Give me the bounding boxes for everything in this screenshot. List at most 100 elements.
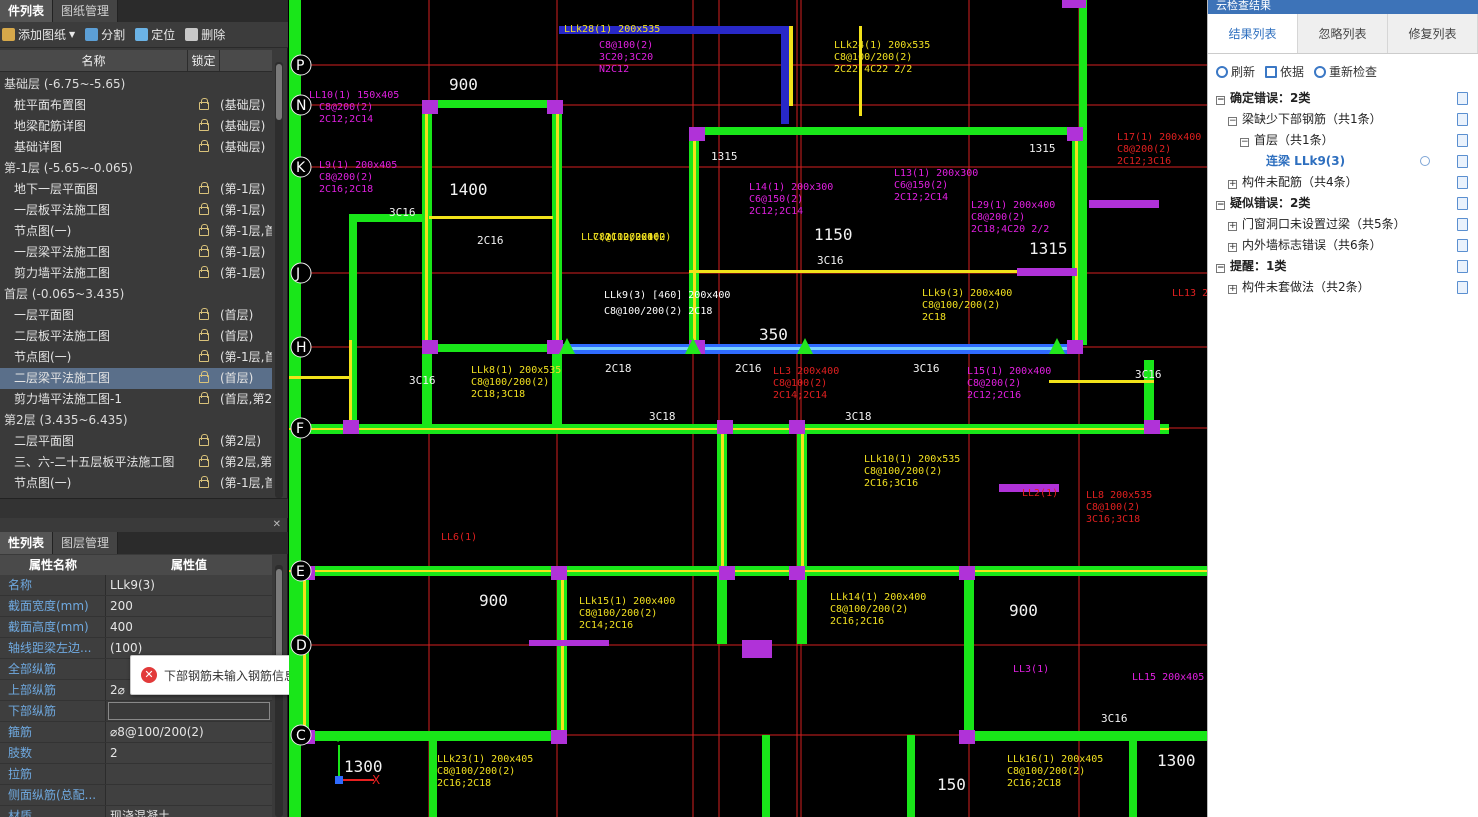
property-row[interactable]: 截面宽度(mm)200 bbox=[0, 596, 272, 617]
lock-cell[interactable] bbox=[188, 347, 220, 368]
expand-icon[interactable]: + bbox=[1228, 221, 1237, 231]
document-icon[interactable] bbox=[1457, 92, 1468, 105]
expand-icon[interactable]: + bbox=[1228, 179, 1237, 189]
lock-cell[interactable] bbox=[188, 200, 220, 221]
tree-node[interactable]: +门窗洞口未设置过梁（共5条） bbox=[1208, 214, 1478, 235]
tab-ignore-list[interactable]: 忽略列表 bbox=[1298, 14, 1388, 53]
drawing-row[interactable]: 剪力墙平法施工图(第-1层) bbox=[0, 263, 272, 284]
drawing-row[interactable]: 节点图(一)(第-1层,首 bbox=[0, 473, 272, 494]
document-icon[interactable] bbox=[1457, 113, 1468, 126]
drawing-row[interactable]: 基础详图(基础层) bbox=[0, 137, 272, 158]
split-button[interactable]: 分割 bbox=[85, 26, 125, 43]
tab-drawing-management[interactable]: 图纸管理 bbox=[53, 0, 119, 22]
property-value-input[interactable] bbox=[108, 702, 270, 720]
floor-group-row[interactable]: 基础层 (-6.75~-5.65) bbox=[0, 74, 272, 95]
lock-cell[interactable] bbox=[188, 242, 220, 263]
column-name[interactable]: 名称 bbox=[0, 50, 188, 71]
document-icon[interactable] bbox=[1457, 155, 1468, 168]
collapse-icon[interactable]: − bbox=[1216, 95, 1225, 105]
property-value[interactable]: (100) bbox=[106, 638, 272, 658]
property-value[interactable]: 现浇混凝土 bbox=[106, 806, 272, 817]
collapse-icon[interactable]: − bbox=[1216, 200, 1225, 210]
property-value[interactable]: 2 bbox=[106, 743, 272, 763]
property-value[interactable]: 400 bbox=[106, 617, 272, 637]
locate-button[interactable]: 定位 bbox=[135, 26, 175, 43]
expand-icon[interactable]: + bbox=[1228, 242, 1237, 252]
delete-button[interactable]: 删除 bbox=[185, 26, 225, 43]
document-icon[interactable] bbox=[1457, 239, 1468, 252]
document-icon[interactable] bbox=[1457, 197, 1468, 210]
drawing-row[interactable]: 一层板平法施工图(第-1层) bbox=[0, 200, 272, 221]
floor-group-row[interactable]: 第-1层 (-5.65~-0.065) bbox=[0, 158, 272, 179]
error-item-link[interactable]: 连梁 LLk9(3) bbox=[1208, 151, 1478, 172]
tab-fix-list[interactable]: 修复列表 bbox=[1388, 14, 1478, 53]
drawing-list-hscroll[interactable] bbox=[0, 498, 288, 518]
expand-icon[interactable]: + bbox=[1228, 284, 1237, 294]
property-row[interactable]: 箍筋⌀8@100/200(2) bbox=[0, 722, 272, 743]
panel-close-icon[interactable]: ✕ bbox=[272, 519, 281, 530]
locate-target-icon[interactable] bbox=[1420, 156, 1430, 166]
drawing-row[interactable]: 节点图(一)(第-1层,首 bbox=[0, 347, 272, 368]
document-icon[interactable] bbox=[1457, 134, 1468, 147]
lock-cell[interactable] bbox=[188, 137, 220, 158]
lock-cell[interactable] bbox=[188, 305, 220, 326]
tab-component-list[interactable]: 件列表 bbox=[0, 0, 54, 22]
basis-button[interactable]: 依据 bbox=[1265, 63, 1304, 80]
lock-cell[interactable] bbox=[188, 473, 220, 494]
lock-cell[interactable] bbox=[188, 368, 220, 389]
property-value[interactable]: LLk9(3) bbox=[106, 575, 272, 595]
floor-group-row[interactable]: 首层 (-0.065~3.435) bbox=[0, 284, 272, 305]
lock-cell[interactable] bbox=[188, 179, 220, 200]
tab-property-list[interactable]: 性列表 bbox=[0, 532, 54, 554]
tree-node[interactable]: −确定错误：2类 bbox=[1208, 88, 1478, 109]
drawing-row[interactable]: 地下一层平面图(第-1层) bbox=[0, 179, 272, 200]
drawing-row[interactable]: 一层平面图(首层) bbox=[0, 305, 272, 326]
add-drawing-button[interactable]: 添加图纸▼ bbox=[2, 26, 75, 43]
tree-node[interactable]: −首层（共1条） bbox=[1208, 130, 1478, 151]
property-row[interactable]: 材质现浇混凝土 bbox=[0, 806, 272, 817]
collapse-icon[interactable]: − bbox=[1240, 137, 1249, 147]
property-row[interactable]: 轴线距梁左边...(100) bbox=[0, 638, 272, 659]
tree-node[interactable]: −疑似错误：2类 bbox=[1208, 193, 1478, 214]
tab-layer-management[interactable]: 图层管理 bbox=[53, 532, 119, 554]
property-value[interactable]: 200 bbox=[106, 596, 272, 616]
property-value[interactable]: ⌀8@100/200(2) bbox=[106, 722, 272, 742]
tree-node[interactable]: +内外墙标志错误（共6条） bbox=[1208, 235, 1478, 256]
lock-cell[interactable] bbox=[188, 95, 220, 116]
drawing-row[interactable]: 二层板平法施工图(首层) bbox=[0, 326, 272, 347]
property-row[interactable]: 下部纵筋 bbox=[0, 701, 272, 722]
collapse-icon[interactable]: − bbox=[1216, 263, 1225, 273]
lock-cell[interactable] bbox=[188, 452, 220, 473]
drawing-row[interactable]: 桩平面布置图(基础层) bbox=[0, 95, 272, 116]
drawing-row[interactable]: 三、六-二十五层板平法施工图(第2层,第 bbox=[0, 452, 272, 473]
lock-cell[interactable] bbox=[188, 389, 220, 410]
drawing-row[interactable]: 二层平面图(第2层) bbox=[0, 431, 272, 452]
lock-cell[interactable] bbox=[188, 116, 220, 137]
column-lock[interactable]: 锁定 bbox=[188, 50, 220, 71]
document-icon[interactable] bbox=[1457, 260, 1468, 273]
tree-node[interactable]: +构件未套做法（共2条） bbox=[1208, 277, 1478, 298]
refresh-button[interactable]: 刷新 bbox=[1216, 63, 1255, 80]
lock-cell[interactable] bbox=[188, 221, 220, 242]
drawing-row[interactable]: 节点图(一)(第-1层,首 bbox=[0, 221, 272, 242]
lock-cell[interactable] bbox=[188, 326, 220, 347]
drawing-row[interactable]: 二层梁平法施工图(首层) bbox=[0, 368, 272, 389]
document-icon[interactable] bbox=[1457, 281, 1468, 294]
document-icon[interactable] bbox=[1457, 176, 1468, 189]
document-icon[interactable] bbox=[1457, 218, 1468, 231]
recheck-button[interactable]: 重新检查 bbox=[1314, 63, 1377, 80]
property-row[interactable]: 侧面纵筋(总配... bbox=[0, 785, 272, 806]
tree-node[interactable]: −提醒：1类 bbox=[1208, 256, 1478, 277]
floor-group-row[interactable]: 第2层 (3.435~6.435) bbox=[0, 410, 272, 431]
tab-result-list[interactable]: 结果列表 bbox=[1208, 14, 1298, 53]
property-value[interactable] bbox=[106, 785, 272, 805]
tree-node[interactable]: +构件未配筋（共4条） bbox=[1208, 172, 1478, 193]
drawing-row[interactable]: 地梁配筋详图(基础层) bbox=[0, 116, 272, 137]
lock-cell[interactable] bbox=[188, 431, 220, 452]
drawing-list-scrollbar[interactable] bbox=[275, 62, 283, 498]
drawing-row[interactable]: 剪力墙平法施工图-1(首层,第2 bbox=[0, 389, 272, 410]
